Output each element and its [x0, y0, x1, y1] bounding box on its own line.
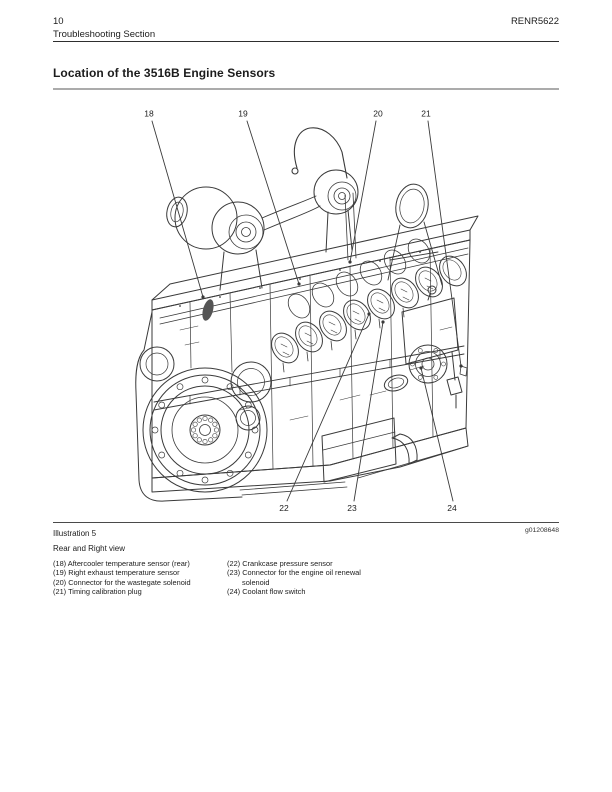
heading-rule — [53, 88, 559, 90]
legend-item-23-continued: solenoid — [242, 577, 270, 587]
callout-leader-lines — [151, 120, 462, 502]
turbo-deck — [151, 215, 479, 325]
aftercooler-sensor — [202, 299, 214, 321]
flywheel-housing — [135, 311, 272, 502]
page-heading: Location of the 3516B Engine Sensors — [53, 66, 276, 80]
figure-view-label: Rear and Right view — [53, 544, 126, 553]
figure-rule — [53, 522, 559, 523]
page-number: 10 — [53, 16, 64, 27]
legend-item-22: (22) Crankcase pressure sensor — [227, 559, 333, 568]
coolant-pump-assembly — [383, 285, 468, 409]
legend-item-24: (24) Coolant flow switch — [227, 587, 306, 597]
legend-item-21: (21) Timing calibration plug — [53, 587, 142, 597]
flywheel — [142, 367, 268, 493]
header-rule — [53, 41, 559, 42]
engine-illustration: 18 19 20 21 22 23 24 — [135, 109, 479, 514]
callout-21: 21 — [421, 109, 431, 119]
legend-item-23: (23) Connector for the engine oil renewa… — [227, 568, 361, 578]
callout-labels: 18 19 20 21 22 23 24 — [144, 109, 457, 514]
callout-19: 19 — [238, 109, 248, 119]
figure-image-code: g01208648 — [524, 527, 559, 534]
legend-column-right: (22) Crankcase pressure sensor (23) Conn… — [227, 559, 427, 597]
figure-caption: Illustration 5 — [53, 529, 97, 538]
section-title: Troubleshooting Section — [53, 28, 156, 40]
doc-number: RENR5622 — [510, 16, 559, 27]
callout-23: 23 — [347, 503, 357, 513]
turbo-hose — [291, 127, 348, 179]
callout-20: 20 — [373, 109, 383, 119]
valve-covers-left-bank — [287, 238, 431, 319]
turbocharger-rear — [166, 186, 321, 291]
valve-covers-right-bank — [271, 255, 467, 373]
legend-item-19: (19) Right exhaust temperature sensor — [53, 568, 180, 578]
callout-24: 24 — [447, 503, 457, 513]
legend-item-18: (18) Aftercooler temperature sensor (rea… — [53, 559, 190, 568]
legend-column-left: (18) Aftercooler temperature sensor (rea… — [53, 559, 225, 597]
callout-18: 18 — [144, 109, 154, 119]
oil-pan — [151, 417, 469, 496]
turbocharger-front — [313, 169, 359, 261]
page-header-left: 10 Troubleshooting Section — [53, 16, 155, 41]
legend-item-20: (20) Connector for the wastegate solenoi… — [53, 577, 191, 587]
callout-22: 22 — [279, 503, 289, 513]
